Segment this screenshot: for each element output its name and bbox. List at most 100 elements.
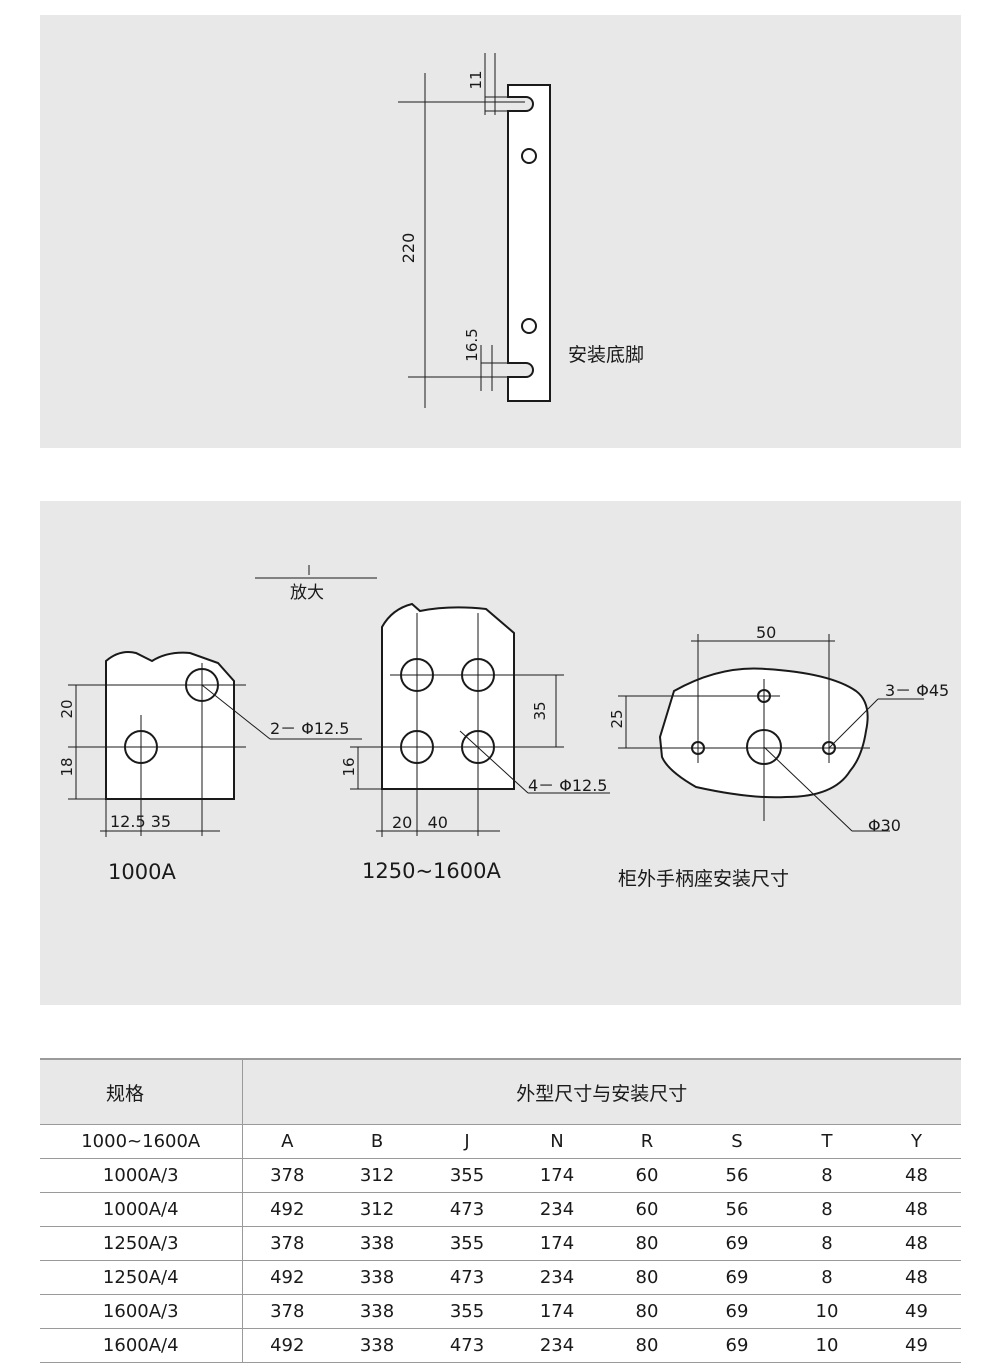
d1000-hole-note: 2－ Φ12.5	[270, 719, 350, 738]
row-value: 355	[422, 1294, 512, 1329]
dim-total-text: 220	[399, 233, 418, 264]
row-value: 8	[782, 1260, 872, 1295]
row-value: 48	[872, 1192, 962, 1227]
row-value: 338	[332, 1260, 422, 1295]
row-value: 355	[422, 1226, 512, 1261]
mounting-foot-bar	[507, 84, 551, 402]
row-spec: 1000A/4	[40, 1192, 243, 1227]
row-value: 234	[512, 1328, 602, 1363]
d1250-hole-note: 4－ Φ12.5	[528, 776, 608, 795]
row-value: 338	[332, 1226, 422, 1261]
model-range: 1000~1600A	[40, 1124, 243, 1159]
hole-pattern-panel: 放大 20 18 12.5 35 2－ Φ12.5 1000A	[40, 501, 961, 1005]
d1250-dim-v2: 16	[340, 757, 358, 776]
row-value: 378	[242, 1294, 332, 1329]
mounting-foot-drawing: 220 11 16.5 安装底脚	[398, 53, 644, 408]
row-spec: 1250A/4	[40, 1260, 243, 1295]
row-value: 49	[872, 1294, 962, 1329]
handle-small-holes: 3－ Φ45	[885, 681, 949, 700]
row-spec: 1000A/3	[40, 1158, 243, 1193]
row-value: 473	[422, 1260, 512, 1295]
row-value: 234	[512, 1192, 602, 1227]
d1000-dim-v1: 20	[58, 699, 76, 718]
row-value: 69	[692, 1260, 782, 1295]
pattern-handle-base	[618, 634, 924, 832]
magnify-label: 放大	[290, 583, 324, 603]
row-value: 69	[692, 1328, 782, 1363]
row-value: 69	[692, 1226, 782, 1261]
d1000-dim-h: 12.5 35	[110, 812, 171, 831]
row-value: 378	[242, 1226, 332, 1261]
row-value: 60	[602, 1158, 692, 1193]
dim-bottom-text: 16.5	[463, 328, 481, 361]
row-value: 80	[602, 1260, 692, 1295]
pattern-1000a	[68, 651, 362, 837]
row-value: 8	[782, 1226, 872, 1261]
row-spec: 1600A/3	[40, 1294, 243, 1329]
row-value: 56	[692, 1192, 782, 1227]
table-header-row: 规格 外型尺寸与安装尺寸	[40, 1058, 962, 1125]
row-value: 49	[872, 1328, 962, 1363]
header-dims: 外型尺寸与安装尺寸	[242, 1058, 962, 1125]
row-value: 473	[422, 1192, 512, 1227]
row-value: 56	[692, 1158, 782, 1193]
row-value: 312	[332, 1158, 422, 1193]
column-header: Y	[872, 1124, 962, 1159]
row-value: 8	[782, 1158, 872, 1193]
row-value: 174	[512, 1158, 602, 1193]
row-spec: 1600A/4	[40, 1328, 243, 1363]
row-value: 80	[602, 1328, 692, 1363]
d1250-dim-h: 20 40	[392, 813, 448, 832]
handle-caption: 柜外手柄座安装尺寸	[618, 868, 789, 890]
handle-big-hole: Φ30	[868, 816, 901, 835]
dimension-table: 规格 外型尺寸与安装尺寸 1000~1600A A B J N R S T Y …	[40, 1058, 962, 1363]
row-value: 80	[602, 1226, 692, 1261]
hole-pattern-drawing: 放大 20 18 12.5 35 2－ Φ12.5 1000A	[58, 565, 949, 890]
row-value: 378	[242, 1158, 332, 1193]
column-header: N	[512, 1124, 602, 1159]
handle-dim-h: 25	[608, 709, 626, 728]
row-value: 338	[332, 1294, 422, 1329]
mounting-hole-lower	[521, 318, 537, 334]
row-value: 60	[602, 1192, 692, 1227]
row-value: 492	[242, 1260, 332, 1295]
row-value: 473	[422, 1328, 512, 1363]
column-header: R	[602, 1124, 692, 1159]
column-header: T	[782, 1124, 872, 1159]
row-value: 174	[512, 1294, 602, 1329]
row-value: 492	[242, 1328, 332, 1363]
row-value: 48	[872, 1226, 962, 1261]
row-value: 69	[692, 1294, 782, 1329]
row-value: 355	[422, 1158, 512, 1193]
row-value: 338	[332, 1328, 422, 1363]
row-value: 10	[782, 1294, 872, 1329]
d1000-caption: 1000A	[108, 860, 176, 884]
row-value: 10	[782, 1328, 872, 1363]
header-spec: 规格	[40, 1058, 243, 1125]
column-header: B	[332, 1124, 422, 1159]
row-value: 312	[332, 1192, 422, 1227]
row-spec: 1250A/3	[40, 1226, 243, 1261]
column-header: S	[692, 1124, 782, 1159]
mounting-foot-panel: 220 11 16.5 安装底脚	[40, 15, 961, 448]
row-value: 492	[242, 1192, 332, 1227]
table-columns-row: 1000~1600A A B J N R S T Y	[40, 1124, 962, 1159]
row-value: 8	[782, 1192, 872, 1227]
row-value: 48	[872, 1158, 962, 1193]
dim-top-text: 11	[467, 70, 485, 89]
row-value: 48	[872, 1260, 962, 1295]
row-value: 174	[512, 1226, 602, 1261]
d1000-dim-v2: 18	[58, 757, 76, 776]
d1250-caption: 1250~1600A	[362, 859, 501, 883]
row-value: 234	[512, 1260, 602, 1295]
column-header: A	[242, 1124, 332, 1159]
mounting-foot-label: 安装底脚	[568, 344, 644, 366]
pattern-1250-1600a	[350, 602, 610, 837]
mounting-hole-upper	[521, 148, 537, 164]
